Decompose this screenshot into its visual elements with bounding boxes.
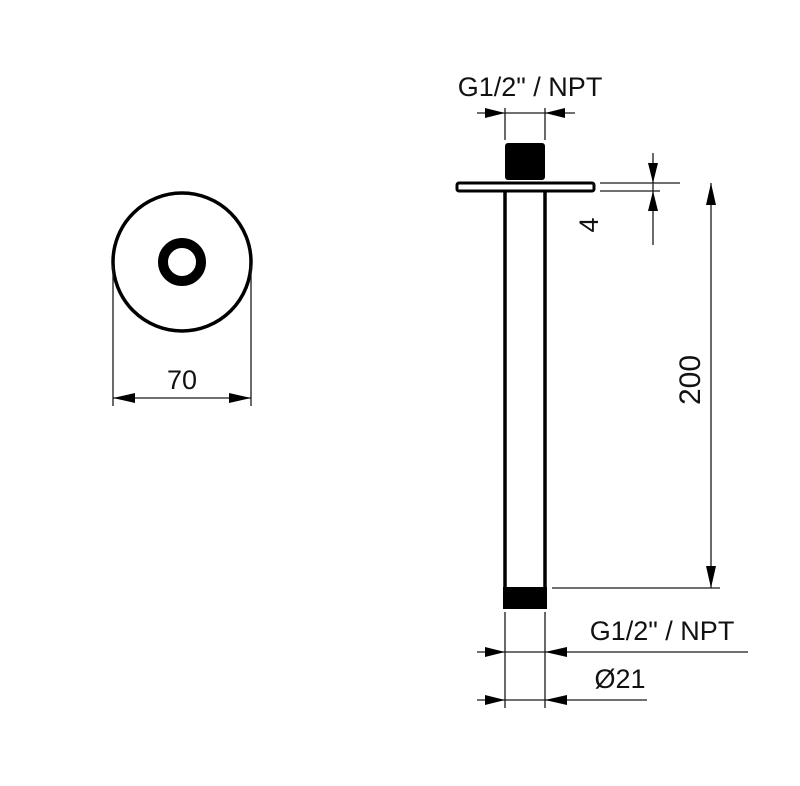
pipe-ring xyxy=(158,238,206,286)
arrowhead-bottom-thread-right xyxy=(545,647,567,657)
top-view: 70 xyxy=(111,191,253,406)
flange-outline xyxy=(111,191,253,333)
pipe-diameter-label: Ø21 xyxy=(594,664,645,694)
bottom-thread-label: G1/2" / NPT xyxy=(590,616,735,646)
arrowhead-flange-top xyxy=(648,163,658,183)
top-thread-label: G1/2" / NPT xyxy=(458,72,603,102)
flange-plate xyxy=(455,181,596,193)
side-view: G1/2" / NPT 4 200 G1/2" / NPT Ø21 xyxy=(455,72,748,708)
top-thread xyxy=(505,143,545,180)
arrowhead-top-thread-right xyxy=(545,108,565,118)
arrowhead-diameter-right xyxy=(545,695,567,705)
arrowhead-right xyxy=(229,393,251,403)
arrowhead-bottom-thread-left xyxy=(485,647,505,657)
arrowhead-diameter-left xyxy=(485,695,505,705)
arrowhead-flange-bottom xyxy=(648,191,658,211)
arrowhead-top-thread-left xyxy=(485,108,505,118)
length-label: 200 xyxy=(674,355,707,405)
arrowhead-length-top xyxy=(706,183,716,205)
flange-diameter-label: 70 xyxy=(167,365,197,395)
arrowhead-length-bottom xyxy=(706,566,716,588)
flange-thickness-label: 4 xyxy=(574,217,604,232)
arrowhead-left xyxy=(113,393,135,403)
bottom-thread xyxy=(503,587,547,609)
